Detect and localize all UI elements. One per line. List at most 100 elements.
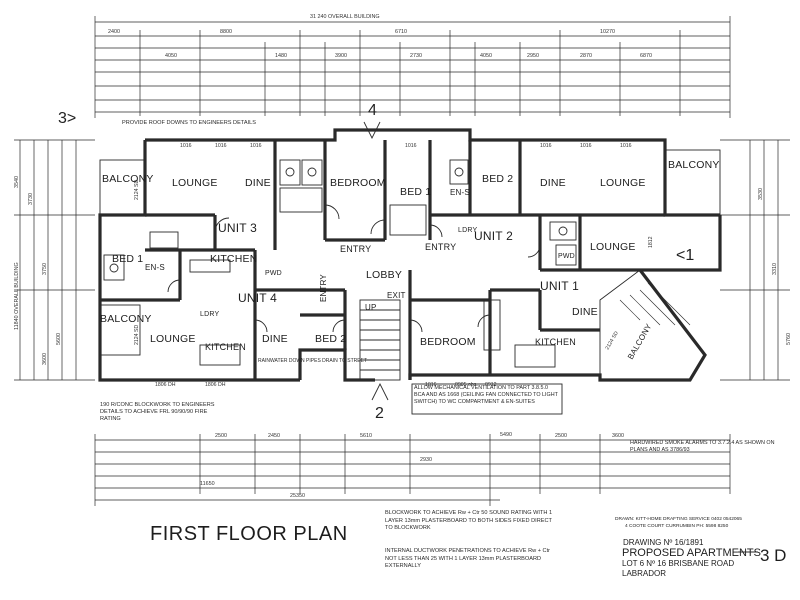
room-bed1-unit2: BED 1 [400,186,431,198]
room-up: UP [365,303,377,312]
svg-text:2124 SD: 2124 SD [605,330,620,351]
room-lounge-unit3: LOUNGE [172,177,218,189]
note-rainwater: RAINWATER DOWN PIPES DRAIN TO STREET [258,358,367,364]
bottom-dim2-c: 5610 [360,433,372,439]
bottom-dim-b: 11650 [200,481,215,487]
lot-address: LOT 6 Nº 16 BRISBANE ROAD [622,559,734,568]
stair [359,299,401,381]
left-dim-a: 3540 [14,176,20,188]
room-kitchen-unit3: KITCHEN [210,253,258,265]
room-exit: EXIT [387,291,406,300]
internal-walls [100,140,665,380]
left-dim-b: 3730 [28,193,34,205]
room-dine-unit3: DINE [245,177,271,189]
svg-text:0905 obs: 0905 obs [455,382,477,388]
top-dim2-f: 2950 [527,53,539,59]
room-dine-unit1: DINE [572,306,598,318]
note-ventilation: ALLOW MECHANICAL VENTILATION TO PART 3.8… [411,383,563,415]
svg-text:1016: 1016 [405,143,417,149]
room-lounge-unit4: LOUNGE [150,333,196,345]
svg-text:1016: 1016 [540,143,552,149]
room-entry-2: ENTRY [425,242,456,252]
room-ensuite-unit3: EN-S [145,263,165,272]
bottom-dim2-b: 2450 [268,433,280,439]
room-dine-unit2: DINE [540,177,566,189]
svg-text:1812: 1812 [648,236,654,248]
room-balcony-bottom-right: BALCONY [626,322,654,361]
svg-text:1016: 1016 [580,143,592,149]
section-marker-2-arrow [371,382,389,401]
top-dim-b: 8800 [220,29,232,35]
room-balcony-top-right: BALCONY [668,159,720,171]
balcony-hatch [619,282,691,326]
left-dim-f: 5600 [56,333,62,345]
outer-walls [98,128,722,382]
bottom-dim2-e: 2500 [555,433,567,439]
svg-text:1806 DH: 1806 DH [205,382,226,388]
unit-2-label: UNIT 2 [474,229,513,243]
note-penetrations: INTERNAL DUCTWORK PENETRATIONS TO ACHIEV… [385,548,550,569]
overall-bottom-dim: 25350 [290,493,305,499]
top-dim-a: 2400 [108,29,120,35]
room-kitchen-unit1: KITCHEN [535,337,576,347]
section-marker-1: <1 [676,247,694,264]
bottom-dim2-f: 3600 [612,433,624,439]
room-bedroom-unit1: BEDROOM [420,336,476,348]
room-ensuite-unit2: EN-S [450,188,470,197]
room-bed2-unit2: BED 2 [482,173,513,185]
room-kitchen-unit4: KITCHEN [205,342,246,352]
bottom-dimensions: 25350 5490 11650 2500 2450 5610 2930 250… [94,432,731,506]
top-dim2-e: 4050 [480,53,492,59]
left-dim-c: 11840 OVERALL BUILDING [14,262,20,330]
bottom-dim2-d: 2930 [420,457,432,463]
section-marker-3: 3> [58,110,76,127]
svg-text:1016: 1016 [425,382,437,388]
right-dim-c: 5760 [786,333,792,345]
drafting-address: 4 COOTE COURT CURRUMBIN PH: 5598 8250 [625,523,729,529]
left-dim-e: 3600 [42,353,48,365]
plan-title: FIRST FLOOR PLAN [150,523,348,545]
overall-top-dim: 31 240 OVERALL BUILDING [310,14,380,20]
top-dim2-g: 2870 [580,53,592,59]
room-bed1-unit3: BED 1 [112,253,143,265]
left-dim-d: 3750 [42,263,48,275]
top-dim2-h: 6870 [640,53,652,59]
bottom-dim2-a: 2500 [215,433,227,439]
room-dine-unit4: DINE [262,333,288,345]
top-dim-c: 6710 [395,29,407,35]
svg-text:1016: 1016 [250,143,262,149]
project-name: PROPOSED APARTMENTS [622,547,761,559]
bottom-dim-a: 5490 [500,432,512,438]
top-dim2-d: 2730 [410,53,422,59]
suburb: LABRADOR [622,569,666,578]
left-dimensions: 3540 3730 11840 OVERALL BUILDING 3750 36… [14,139,95,381]
svg-text:2124 SD: 2124 SD [134,325,140,345]
top-dim-d: 10270 [600,29,615,35]
section-marker-4-arrow [363,121,381,140]
top-dimensions: 31 240 OVERALL BUILDING 2400 8800 6710 [94,14,731,118]
drawn-by: DRAWN: KITT-HOME DRAFTING SERVICE 0402 0… [615,516,742,522]
unit-1-label: UNIT 1 [540,279,579,293]
room-entry-1: ENTRY [340,244,371,254]
right-dim-a: 3530 [758,188,764,200]
note-smoke-alarms: HARDWIRED SMOKE ALARMS TO 3.7.2.4 AS SHO… [630,440,774,453]
note-blockwork-engineers: 190 R/CONC BLOCKWORK TO ENGINEERS DETAIL… [100,402,215,422]
svg-text:1806 DH: 1806 DH [155,382,176,388]
note-provide-roof: PROVIDE ROOF DOWNS TO ENGINEERS DETAILS [122,120,256,126]
top-dim2-c: 3900 [335,53,347,59]
svg-text:2124 SD: 2124 SD [134,180,140,200]
svg-text:1016: 1016 [180,143,192,149]
top-dim2-b: 1480 [275,53,287,59]
room-pwd-1: PWD [265,270,282,277]
room-bedroom-unit3: BEDROOM [330,177,386,189]
unit-3-label: UNIT 3 [218,221,257,235]
room-lobby: LOBBY [366,269,402,281]
sheet-number: 3 D [760,546,786,565]
top-dim-ticks [94,16,731,118]
unit-4-label: UNIT 4 [238,291,277,305]
right-dim-b: 3310 [772,263,778,275]
room-pwd-2: PWD [558,253,575,260]
fixtures [103,159,691,381]
top-dim2-a: 4050 [165,53,177,59]
